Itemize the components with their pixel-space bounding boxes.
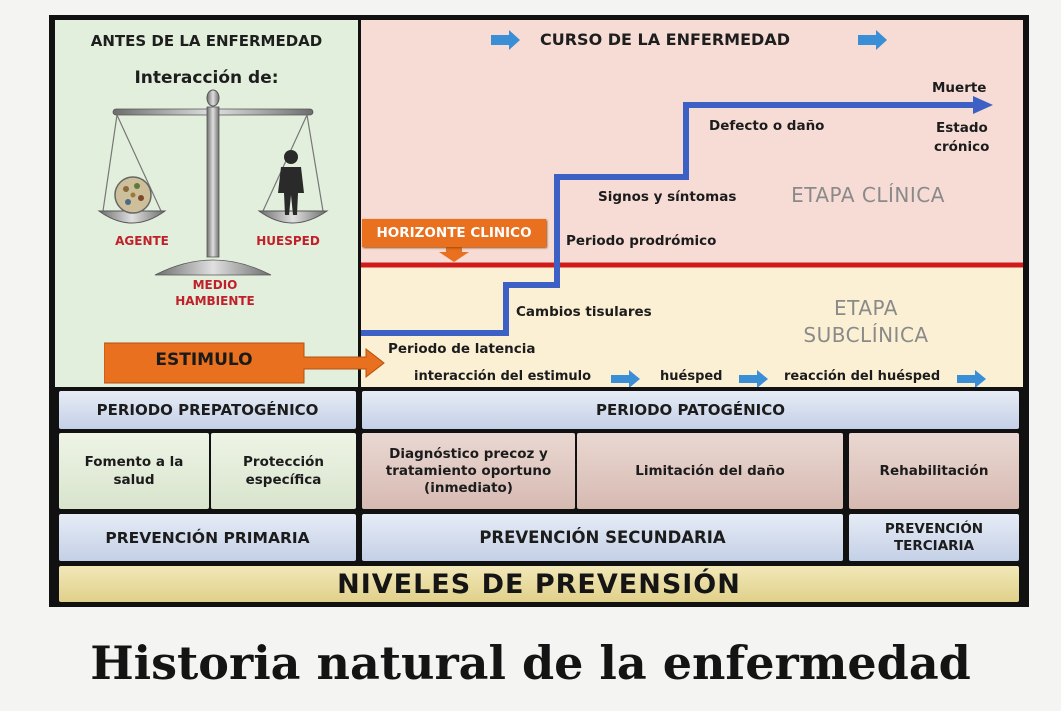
subclinical-stage-area <box>361 265 1023 387</box>
stimulus-arrow <box>104 342 385 384</box>
chain-stimulus: interacción del estimulo <box>414 369 592 384</box>
tertiary-prevention: PREVENCIÓN TERCIARIA <box>849 514 1019 561</box>
early-diagnosis-box: Diagnóstico precoz y tratamiento oportun… <box>362 433 575 509</box>
before-title: ANTES DE LA ENFERMEDAD <box>90 32 323 50</box>
stage-defect: Defecto o daño <box>709 118 825 134</box>
chain-host: huésped <box>660 369 723 384</box>
stage-chronic-line2: crónico <box>934 139 990 155</box>
secondary-prevention: PREVENCIÓN SECUNDARIA <box>362 514 843 561</box>
chain-arrow-3-icon <box>957 370 986 387</box>
chain-arrow-1-icon <box>611 370 640 387</box>
interaction-label: Interacción de: <box>134 68 279 88</box>
tertiary-prevention-line2: TERCIARIA <box>893 537 975 554</box>
health-promotion-box: Fomento a la salud <box>59 433 209 509</box>
environment-label-line1: MEDIO <box>192 278 238 292</box>
tertiary-prevention-line1: PREVENCIÓN <box>884 520 984 537</box>
pathogenic-period: PERIODO PATOGÉNICO <box>362 391 1019 429</box>
stage-signs: Signos y síntomas <box>598 189 737 205</box>
rehabilitation-box: Rehabilitación <box>849 433 1019 509</box>
prepathogenic-period: PERIODO PREPATOGÉNICO <box>59 391 356 429</box>
balance-scale-illustration <box>97 89 329 276</box>
chain-reaction: reacción del huésped <box>784 369 941 384</box>
environment-label-line2: HAMBIENTE <box>175 294 255 308</box>
horizon-down-arrow-icon <box>439 244 469 262</box>
damage-limitation-box: Limitación del daño <box>577 433 843 509</box>
stage-death: Muerte <box>932 80 987 96</box>
stage-latency: Periodo de latencia <box>388 341 536 357</box>
subclinical-stage-label-line1: ETAPA <box>834 296 898 320</box>
clinical-stage-label: ETAPA CLÍNICA <box>791 183 945 207</box>
prepathogenic-panel <box>55 20 358 387</box>
scale-pivot-ornament <box>206 89 220 107</box>
scale-base <box>154 259 272 276</box>
course-title-left-arrow-icon <box>491 30 520 50</box>
horizon-label: HORIZONTE CLINICO <box>362 219 546 247</box>
prevention-levels-bar: NIVELES DE PREVENSIÓN <box>59 566 1019 602</box>
scale-column <box>206 106 220 258</box>
course-title-right-arrow-icon <box>858 30 887 50</box>
stimulus-label: ESTIMULO <box>155 350 253 370</box>
stage-tissue-changes: Cambios tisulares <box>516 304 652 320</box>
right-pan <box>257 210 329 224</box>
stage-prodromal: Periodo prodrómico <box>566 233 717 249</box>
subclinical-stage-label-line2: SUBCLÍNICA <box>803 323 929 347</box>
primary-prevention: PREVENCIÓN PRIMARIA <box>59 514 356 561</box>
chain-arrow-2-icon <box>739 370 768 387</box>
host-label: HUESPED <box>256 234 320 248</box>
left-pan <box>97 210 167 224</box>
host-human-figure <box>278 150 304 215</box>
specific-protection-box: Protección específica <box>211 433 356 509</box>
agent-label: AGENTE <box>115 234 169 248</box>
disease-course-arrowhead-icon <box>973 96 993 114</box>
stage-chronic-line1: Estado <box>936 120 988 136</box>
course-title: CURSO DE LA ENFERMEDAD <box>540 30 790 49</box>
page-title: Historia natural de la enfermedad <box>90 636 971 690</box>
course-diagram <box>361 30 1023 387</box>
disease-course-line <box>361 102 976 336</box>
